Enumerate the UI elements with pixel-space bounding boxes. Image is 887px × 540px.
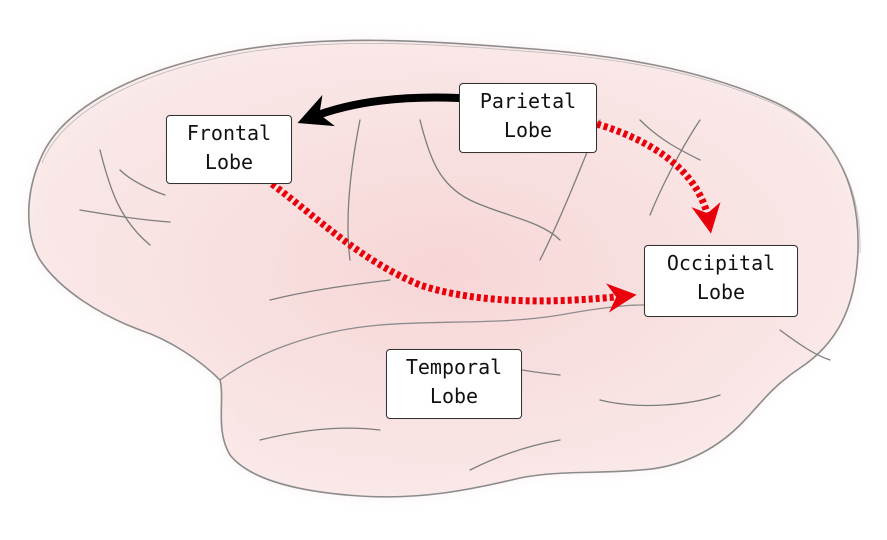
temporal-lobe-line1: Temporal [405,355,503,379]
connection-arrows [269,93,721,313]
brain-outline [28,39,859,498]
temporal-lobe-line2: Lobe [429,384,479,408]
arrow-frontal-to-occipital [269,181,637,313]
temporal-lobe-label: Temporal Lobe [386,349,522,419]
arrow-parietal-to-frontal [297,93,463,127]
frontal-lobe-line1: Frontal [186,121,272,145]
frontal-lobe-line2: Lobe [204,150,254,174]
occipital-lobe-line1: Occipital [666,251,776,275]
frontal-lobe-label: Frontal Lobe [166,115,292,184]
parietal-lobe-label: Parietal Lobe [459,83,597,153]
occipital-lobe-line2: Lobe [696,280,746,304]
parietal-lobe-line1: Parietal [479,89,577,113]
occipital-lobe-label: Occipital Lobe [644,245,798,317]
parietal-lobe-line2: Lobe [503,118,553,142]
brain-sulci [79,119,831,471]
